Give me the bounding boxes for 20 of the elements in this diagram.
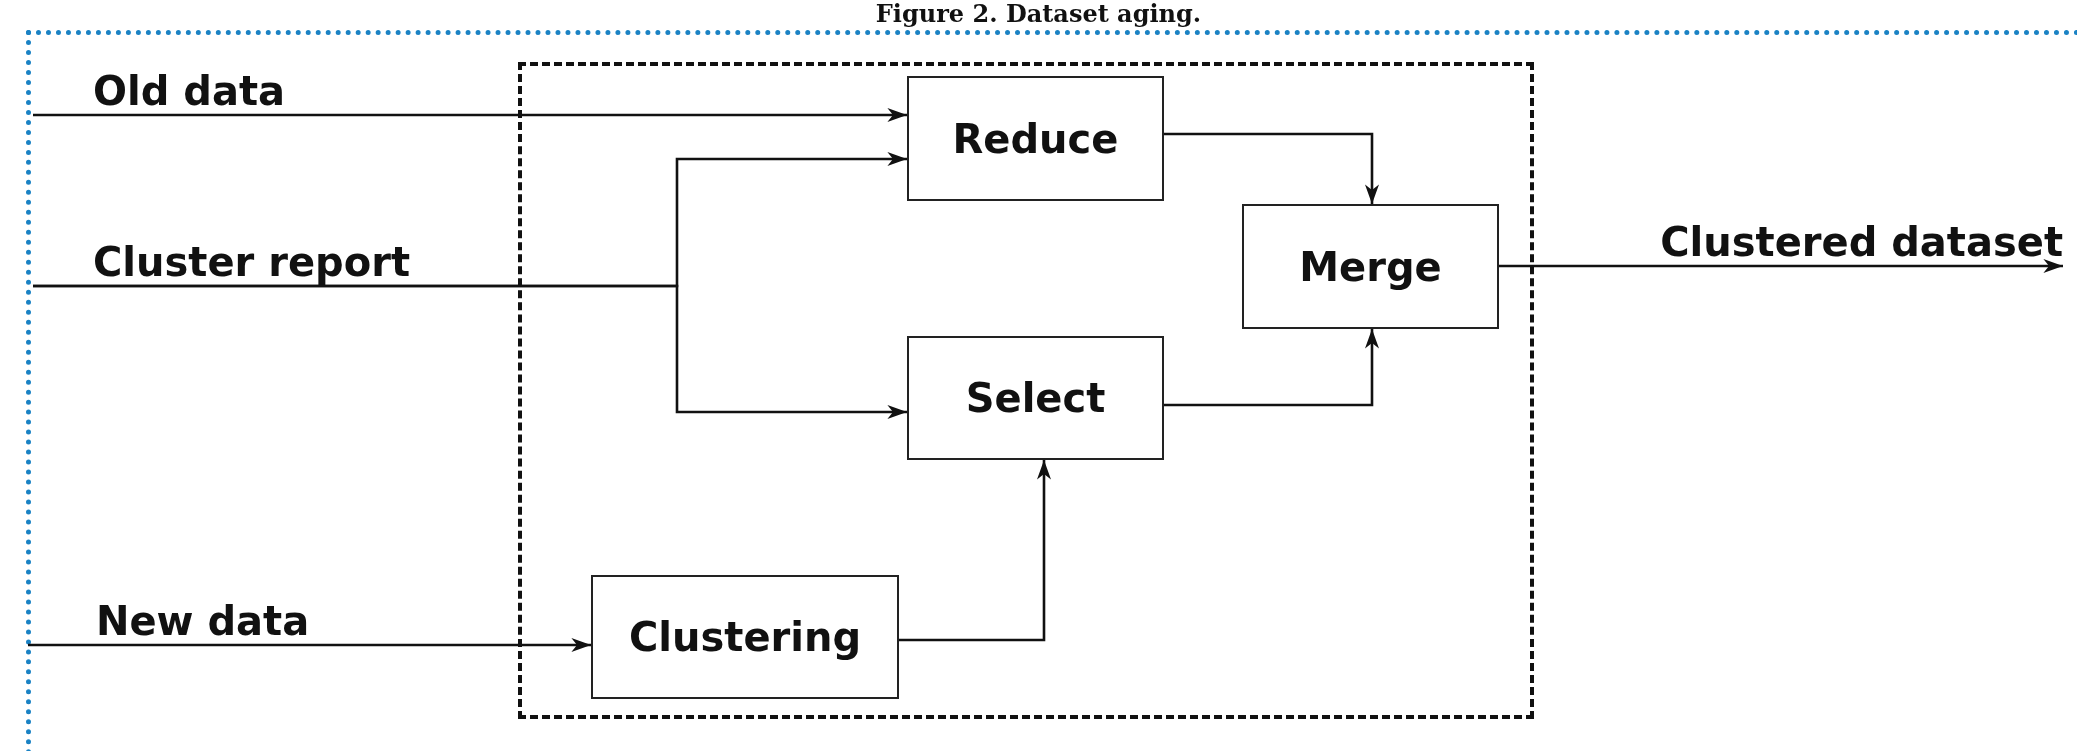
node-label: Reduce [952,115,1119,162]
node-label: Clustering [628,614,862,660]
arrow [28,638,591,652]
process-box [591,575,899,699]
process-box [1242,204,1499,329]
figure-title: Figure 2. Dataset aging. [874,0,1203,28]
node-label: Clustered dataset [1660,222,2063,262]
dashed-group-box [518,62,1534,719]
arrow [1164,329,1379,407]
arrow [899,460,1051,642]
node-label: New data [96,601,310,641]
arrow [33,108,907,122]
process-box [907,76,1164,201]
node-label: Merge [1299,243,1442,290]
node-label: Old data [93,71,285,111]
arrow [1164,132,1379,204]
arrow [33,284,907,419]
process-box [907,336,1164,460]
arrow [1499,259,2063,273]
node-label: Select [965,375,1106,421]
